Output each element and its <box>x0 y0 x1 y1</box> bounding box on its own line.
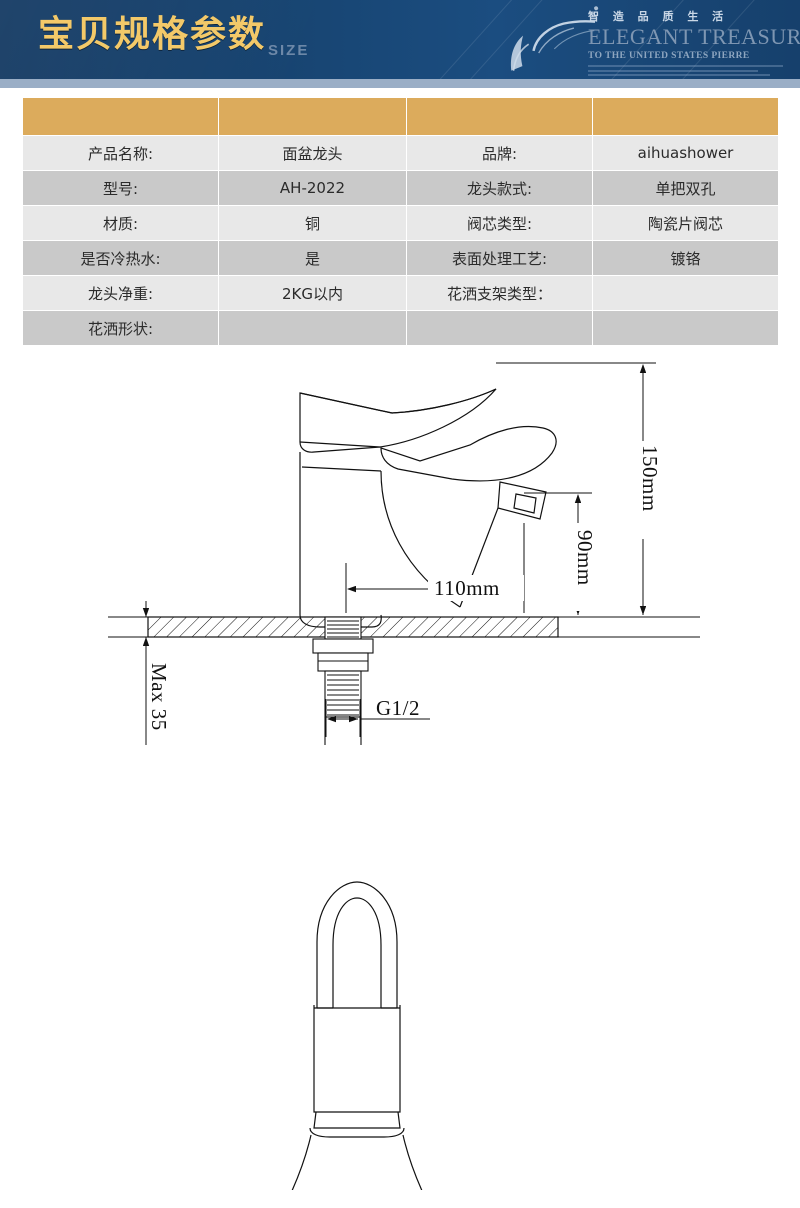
faucet-front-outline <box>291 881 423 1190</box>
spec-value: 陶瓷片阀芯 <box>592 205 779 241</box>
spec-label: 龙头净重: <box>22 275 219 311</box>
spec-value: aihuashower <box>592 135 779 171</box>
spec-value: 2KG以内 <box>218 275 407 311</box>
faucet-side-view-technical-drawing: 110mm 90mm 150mm <box>0 345 800 775</box>
bird-script-logo-icon <box>489 0 621 79</box>
spec-label: 品牌: <box>406 135 593 171</box>
page-subtitle: SIZE <box>268 42 310 59</box>
dimension-label-g12: G1/2 <box>376 696 420 720</box>
spec-label: 表面处理工艺: <box>406 240 593 276</box>
spec-table: 产品名称: 面盆龙头 品牌: aihuashower 型号: AH-2022 龙… <box>22 97 779 346</box>
dimension-label-90mm: 90mm <box>573 530 597 586</box>
brand-block: 智 造 品 质 生 活 ELEGANT TREASURES TO THE UNI… <box>588 8 800 79</box>
table-row: 是否冷热水: 是 表面处理工艺: 镀铬 <box>22 240 779 276</box>
page-banner: 宝贝规格参数 SIZE 智 造 品 质 生 活 ELEGANT TREASURE… <box>0 0 800 79</box>
spec-value <box>218 310 407 346</box>
spec-label: 花洒形状: <box>22 310 219 346</box>
brand-slogan-cn: 智 造 品 质 生 活 <box>588 10 729 23</box>
header-cell <box>218 97 407 136</box>
faucet-shank-assembly <box>312 616 374 745</box>
spec-value: 铜 <box>218 205 407 241</box>
table-row: 产品名称: 面盆龙头 品牌: aihuashower <box>22 135 779 171</box>
header-cell <box>22 97 219 136</box>
spec-label: 型号: <box>22 170 219 206</box>
table-row: 花洒形状: <box>22 310 779 346</box>
spec-label: 阀芯类型: <box>406 205 593 241</box>
spec-label: 龙头款式: <box>406 170 593 206</box>
table-row: 材质: 铜 阀芯类型: 陶瓷片阀芯 <box>22 205 779 241</box>
dimension-counter-thickness <box>108 601 180 745</box>
spec-label <box>406 310 593 346</box>
spec-value: 是 <box>218 240 407 276</box>
table-header-row <box>22 97 779 136</box>
spec-value: AH-2022 <box>218 170 407 206</box>
table-row: 型号: AH-2022 龙头款式: 单把双孔 <box>22 170 779 206</box>
page-title: 宝贝规格参数 <box>38 14 267 55</box>
brand-name-en: ELEGANT TREASURES <box>588 24 800 49</box>
banner-bottom-strip <box>0 79 800 88</box>
dimension-thread-size <box>325 699 430 737</box>
spec-value: 面盆龙头 <box>218 135 407 171</box>
spec-label: 产品名称: <box>22 135 219 171</box>
spec-label: 是否冷热水: <box>22 240 219 276</box>
countertop-section <box>147 616 700 638</box>
table-row: 龙头净重: 2KG以内 花洒支架类型： <box>22 275 779 311</box>
header-cell <box>406 97 593 136</box>
dimension-label-max-35: Max 35 <box>147 663 171 731</box>
spec-value <box>592 310 779 346</box>
header-cell <box>592 97 779 136</box>
dimension-label-110mm: 110mm <box>434 576 500 600</box>
spec-value: 单把双孔 <box>592 170 779 206</box>
faucet-front-view-technical-drawing: 102mm <box>0 790 800 1190</box>
spec-label: 材质: <box>22 205 219 241</box>
brand-tagline: TO THE UNITED STATES PIERRE <box>588 51 750 61</box>
dimension-label-150mm: 150mm <box>638 445 662 512</box>
brand-microtext-block <box>588 65 793 79</box>
spec-value <box>592 275 779 311</box>
spec-label: 花洒支架类型： <box>406 275 593 311</box>
spec-value: 镀铬 <box>592 240 779 276</box>
